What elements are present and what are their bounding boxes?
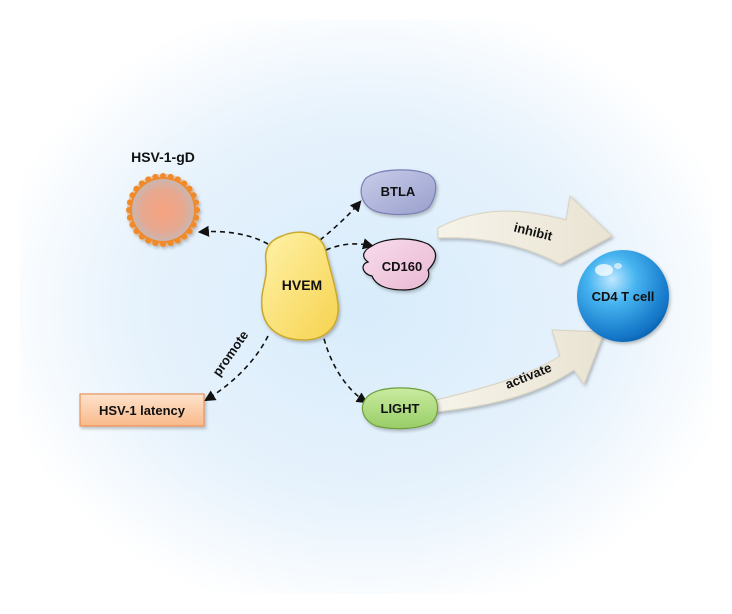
activate-arrow (435, 329, 605, 413)
light-shape (361, 387, 439, 430)
virus-spike (145, 176, 152, 183)
btla-label: BTLA (381, 184, 416, 199)
cell-highlight-icon (614, 263, 622, 269)
dashed-arrows (197, 200, 375, 404)
virus-spike (126, 207, 132, 213)
virus-spike (194, 207, 200, 213)
virus-spike (133, 228, 140, 235)
virus-spike (174, 237, 181, 244)
virus-spikes-icon (126, 173, 200, 247)
light-label: LIGHT (381, 401, 420, 416)
cd4-t-cell (577, 250, 669, 342)
virus-spike (186, 228, 193, 235)
virus-spike (181, 180, 188, 187)
virus-spike (129, 221, 136, 228)
arrow-hvem-to-btla (319, 200, 362, 241)
virus-spike (190, 192, 197, 199)
virus-spike (193, 199, 200, 206)
virus-spike (138, 233, 145, 240)
virus-spike (145, 237, 152, 244)
virus-spike (160, 173, 166, 179)
arrow-hvem-to-virus (197, 225, 269, 245)
virus-spike (186, 185, 193, 192)
cell-highlight-icon (595, 264, 613, 276)
virus-label: HSV-1-gD (131, 149, 195, 165)
hvem-shape (260, 231, 339, 341)
cd4-label: CD4 T cell (592, 289, 655, 304)
virus-spike (138, 180, 145, 187)
virus-spike (181, 233, 188, 240)
virus-spike (167, 173, 174, 180)
btla-shape (360, 169, 437, 216)
inhibit-arrow (437, 194, 613, 265)
virus-spike (126, 199, 133, 206)
arrow-hvem-to-cd160 (325, 238, 375, 251)
latency-label: HSV-1 latency (99, 403, 186, 418)
virus-spike (174, 176, 181, 183)
arrow-hvem-to-latency (204, 335, 269, 402)
virus-spike (160, 241, 166, 247)
virus-spike (129, 192, 136, 199)
virus-spike (193, 214, 200, 221)
virus-spike (133, 185, 140, 192)
virus-spike (190, 221, 197, 228)
cd160-shape (362, 238, 437, 291)
arrow-hvem-to-light (321, 329, 368, 404)
latency-box (79, 393, 205, 427)
virus-spike (167, 240, 174, 247)
virus-spike (152, 173, 159, 180)
virus-spike (152, 240, 159, 247)
virus-spike (126, 214, 133, 221)
hsv1-gd-virus (126, 173, 200, 247)
cd160-label: CD160 (382, 259, 422, 274)
hvem-label: HVEM (282, 277, 322, 293)
